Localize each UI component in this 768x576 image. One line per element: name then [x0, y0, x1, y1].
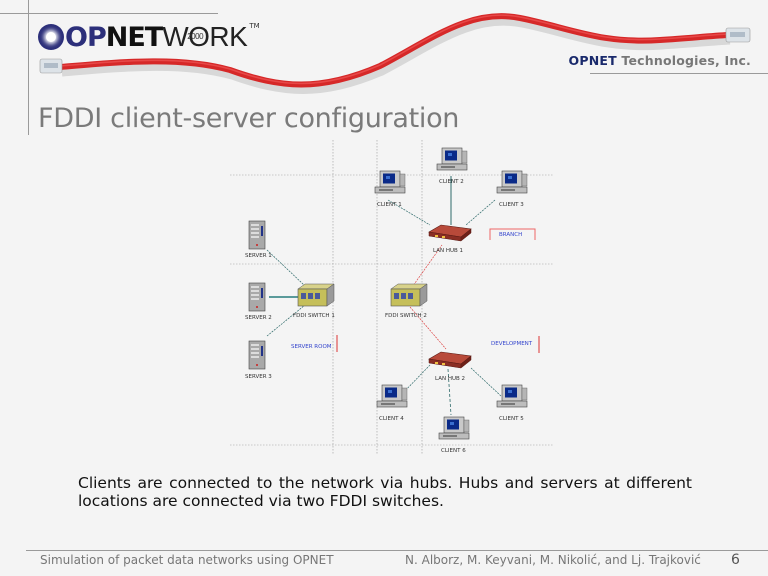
server-2[interactable]: [248, 282, 266, 312]
footer-authors: N. Alborz, M. Keyvani, M. Nikolić, and L…: [405, 553, 701, 567]
client-6[interactable]: [438, 416, 470, 440]
lan-hub-1[interactable]: [428, 224, 472, 242]
client-3-label: CLIENT 3: [499, 202, 524, 208]
header-right-rule: [590, 73, 768, 74]
network-diagram: SERVER 1 SERVER 2 SERVER 3 FDDI SWITCH 1…: [230, 140, 553, 455]
lan-hub-1-label: LAN HUB 1: [433, 248, 463, 254]
client-2[interactable]: [436, 147, 468, 171]
lan-hub-2-label: LAN HUB 2: [435, 376, 465, 382]
link-switch2-hub1: [409, 244, 443, 291]
client-2-label: CLIENT 2: [439, 179, 464, 185]
client-4[interactable]: [376, 384, 408, 408]
client-4-label: CLIENT 4: [379, 416, 404, 422]
link-hub2-client6: [447, 368, 452, 416]
link-switch2-hub2: [409, 306, 447, 350]
server-1[interactable]: [248, 220, 266, 250]
link-client3-hub1: [465, 199, 496, 226]
client-1[interactable]: [374, 170, 406, 194]
logo-op-text: OP: [65, 21, 107, 53]
server-1-label: SERVER 1: [245, 253, 272, 259]
client-1-label: CLIENT 1: [377, 202, 402, 208]
links: [266, 176, 502, 416]
client-3[interactable]: [496, 170, 528, 194]
company-brand: OPNET: [568, 53, 617, 68]
page-number: 6: [731, 552, 740, 568]
slide-title: FDDI client-server configuration: [38, 103, 460, 134]
client-6-label: CLIENT 6: [441, 448, 466, 454]
fddi-switch-2[interactable]: [390, 283, 428, 307]
server-3[interactable]: [248, 340, 266, 370]
logo-net-text: NET: [105, 21, 163, 53]
lan-hub-2[interactable]: [428, 351, 472, 369]
logo-year: 2000: [187, 32, 204, 41]
location-branch-box: [489, 228, 536, 240]
link-hub2-client5: [470, 367, 502, 397]
location-branch: BRANCH: [499, 232, 522, 238]
starburst-logo-icon: [38, 24, 64, 50]
link-client1-hub1: [387, 199, 431, 226]
network-cable-graphic: [39, 13, 751, 94]
location-server-room: SERVER ROOM: [291, 344, 332, 350]
fddi-switch-1[interactable]: [297, 283, 335, 307]
footer-rule: [26, 550, 768, 551]
link-hub2-client4: [399, 364, 431, 397]
header-vertical-rule: [28, 0, 29, 135]
client-5[interactable]: [496, 384, 528, 408]
server-2-label: SERVER 2: [245, 315, 272, 321]
cable-connector-left: [39, 58, 63, 74]
client-5-label: CLIENT 5: [499, 416, 524, 422]
company-suffix: Technologies, Inc.: [616, 53, 751, 68]
company-name: OPNET Technologies, Inc.: [569, 53, 751, 68]
fddi-switch-2-label: FDDI SWITCH 2: [385, 313, 427, 319]
slide-body-text: Clients are connected to the network via…: [78, 474, 692, 510]
header-top-rule: [0, 13, 218, 14]
footer-presentation-title: Simulation of packet data networks using…: [40, 553, 334, 567]
link-server3-switch1: [266, 304, 306, 337]
location-development: DEVELOPMENT: [491, 341, 533, 347]
server-3-label: SERVER 3: [245, 374, 272, 380]
trademark-mark: TM: [249, 22, 260, 30]
fddi-switch-1-label: FDDI SWITCH 1: [293, 313, 335, 319]
logo-work-word: WORK: [162, 21, 248, 52]
cable-connector-right: [725, 27, 751, 43]
link-server1-switch1: [266, 249, 305, 286]
